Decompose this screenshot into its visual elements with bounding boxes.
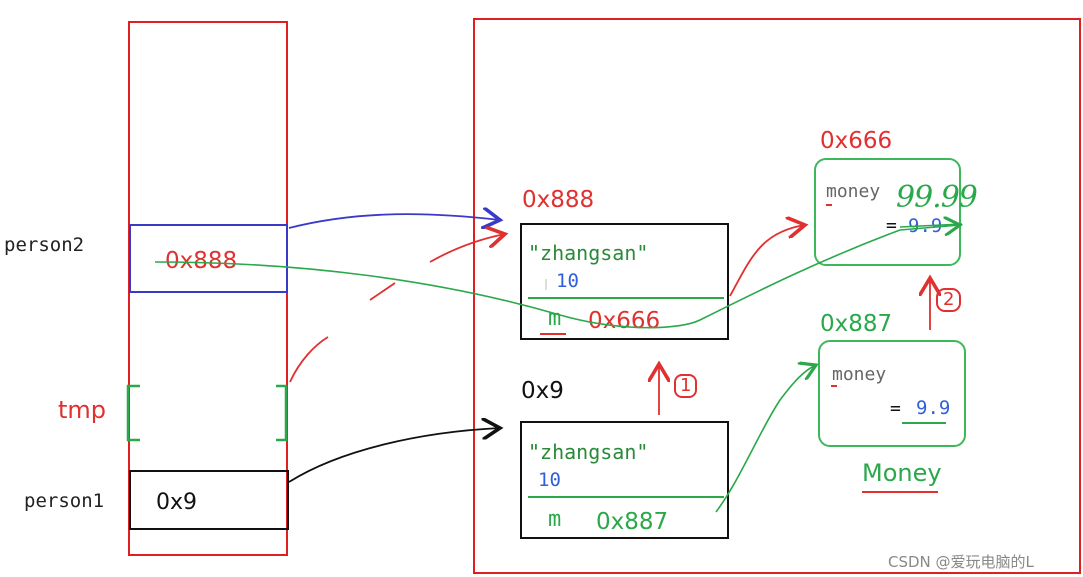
person1-slot: 0x9: [129, 470, 289, 530]
money-887-value: 9.9: [916, 397, 951, 419]
person2-label: person2: [4, 234, 85, 256]
obj-9-age: 10: [538, 469, 561, 491]
money-666-eq: =: [886, 215, 897, 236]
obj-888-age: 10: [556, 270, 579, 292]
money-666-address: 0x666: [820, 128, 893, 154]
money-666-value: 9.9: [908, 215, 943, 237]
step-1-marker: 1: [674, 374, 698, 398]
obj-9-address: 0x9: [521, 378, 564, 404]
obj-9-name: "zhangsan": [528, 440, 649, 464]
handwritten-new-money-value: 99.99: [896, 180, 978, 215]
step-2-marker: 2: [936, 288, 962, 312]
money-object-887: money = 9.9: [818, 340, 966, 447]
arrow-person2-to-obj888: [288, 214, 500, 228]
obj-888-m-label: m: [548, 306, 562, 331]
stroke-tmp-to-obj888-a: [289, 336, 329, 383]
obj-9-m-value: 0x887: [596, 509, 669, 535]
obj-888-address: 0x888: [522, 187, 595, 213]
person-object-9: "zhangsan" 10 m 0x887: [520, 421, 729, 539]
money-887-address: 0x887: [820, 311, 893, 337]
person2-slot: 0x888: [129, 224, 288, 293]
obj-888-m-value: 0x666: [588, 308, 661, 334]
obj-888-divider: [528, 297, 724, 299]
money-666-field: money: [826, 181, 881, 202]
money-class-label: Money: [862, 459, 942, 487]
obj-888-name: "zhangsan": [528, 241, 649, 265]
person1-label: person1: [24, 490, 105, 512]
arrow-person1-to-obj9: [288, 428, 500, 483]
watermark: CSDN @爱玩电脑的L: [888, 553, 1034, 571]
money-887-field: money: [832, 364, 887, 385]
person2-value: 0x888: [165, 248, 238, 274]
obj-9-divider: [528, 496, 724, 498]
money-887-eq: =: [890, 398, 901, 419]
obj-9-m-label: m: [548, 507, 562, 532]
person1-value: 0x9: [156, 490, 198, 515]
stroke-tmp-to-obj888-b: [369, 282, 396, 301]
person-object-888: "zhangsan" 10 m 0x666: [520, 223, 729, 340]
tmp-label: tmp: [58, 396, 107, 424]
